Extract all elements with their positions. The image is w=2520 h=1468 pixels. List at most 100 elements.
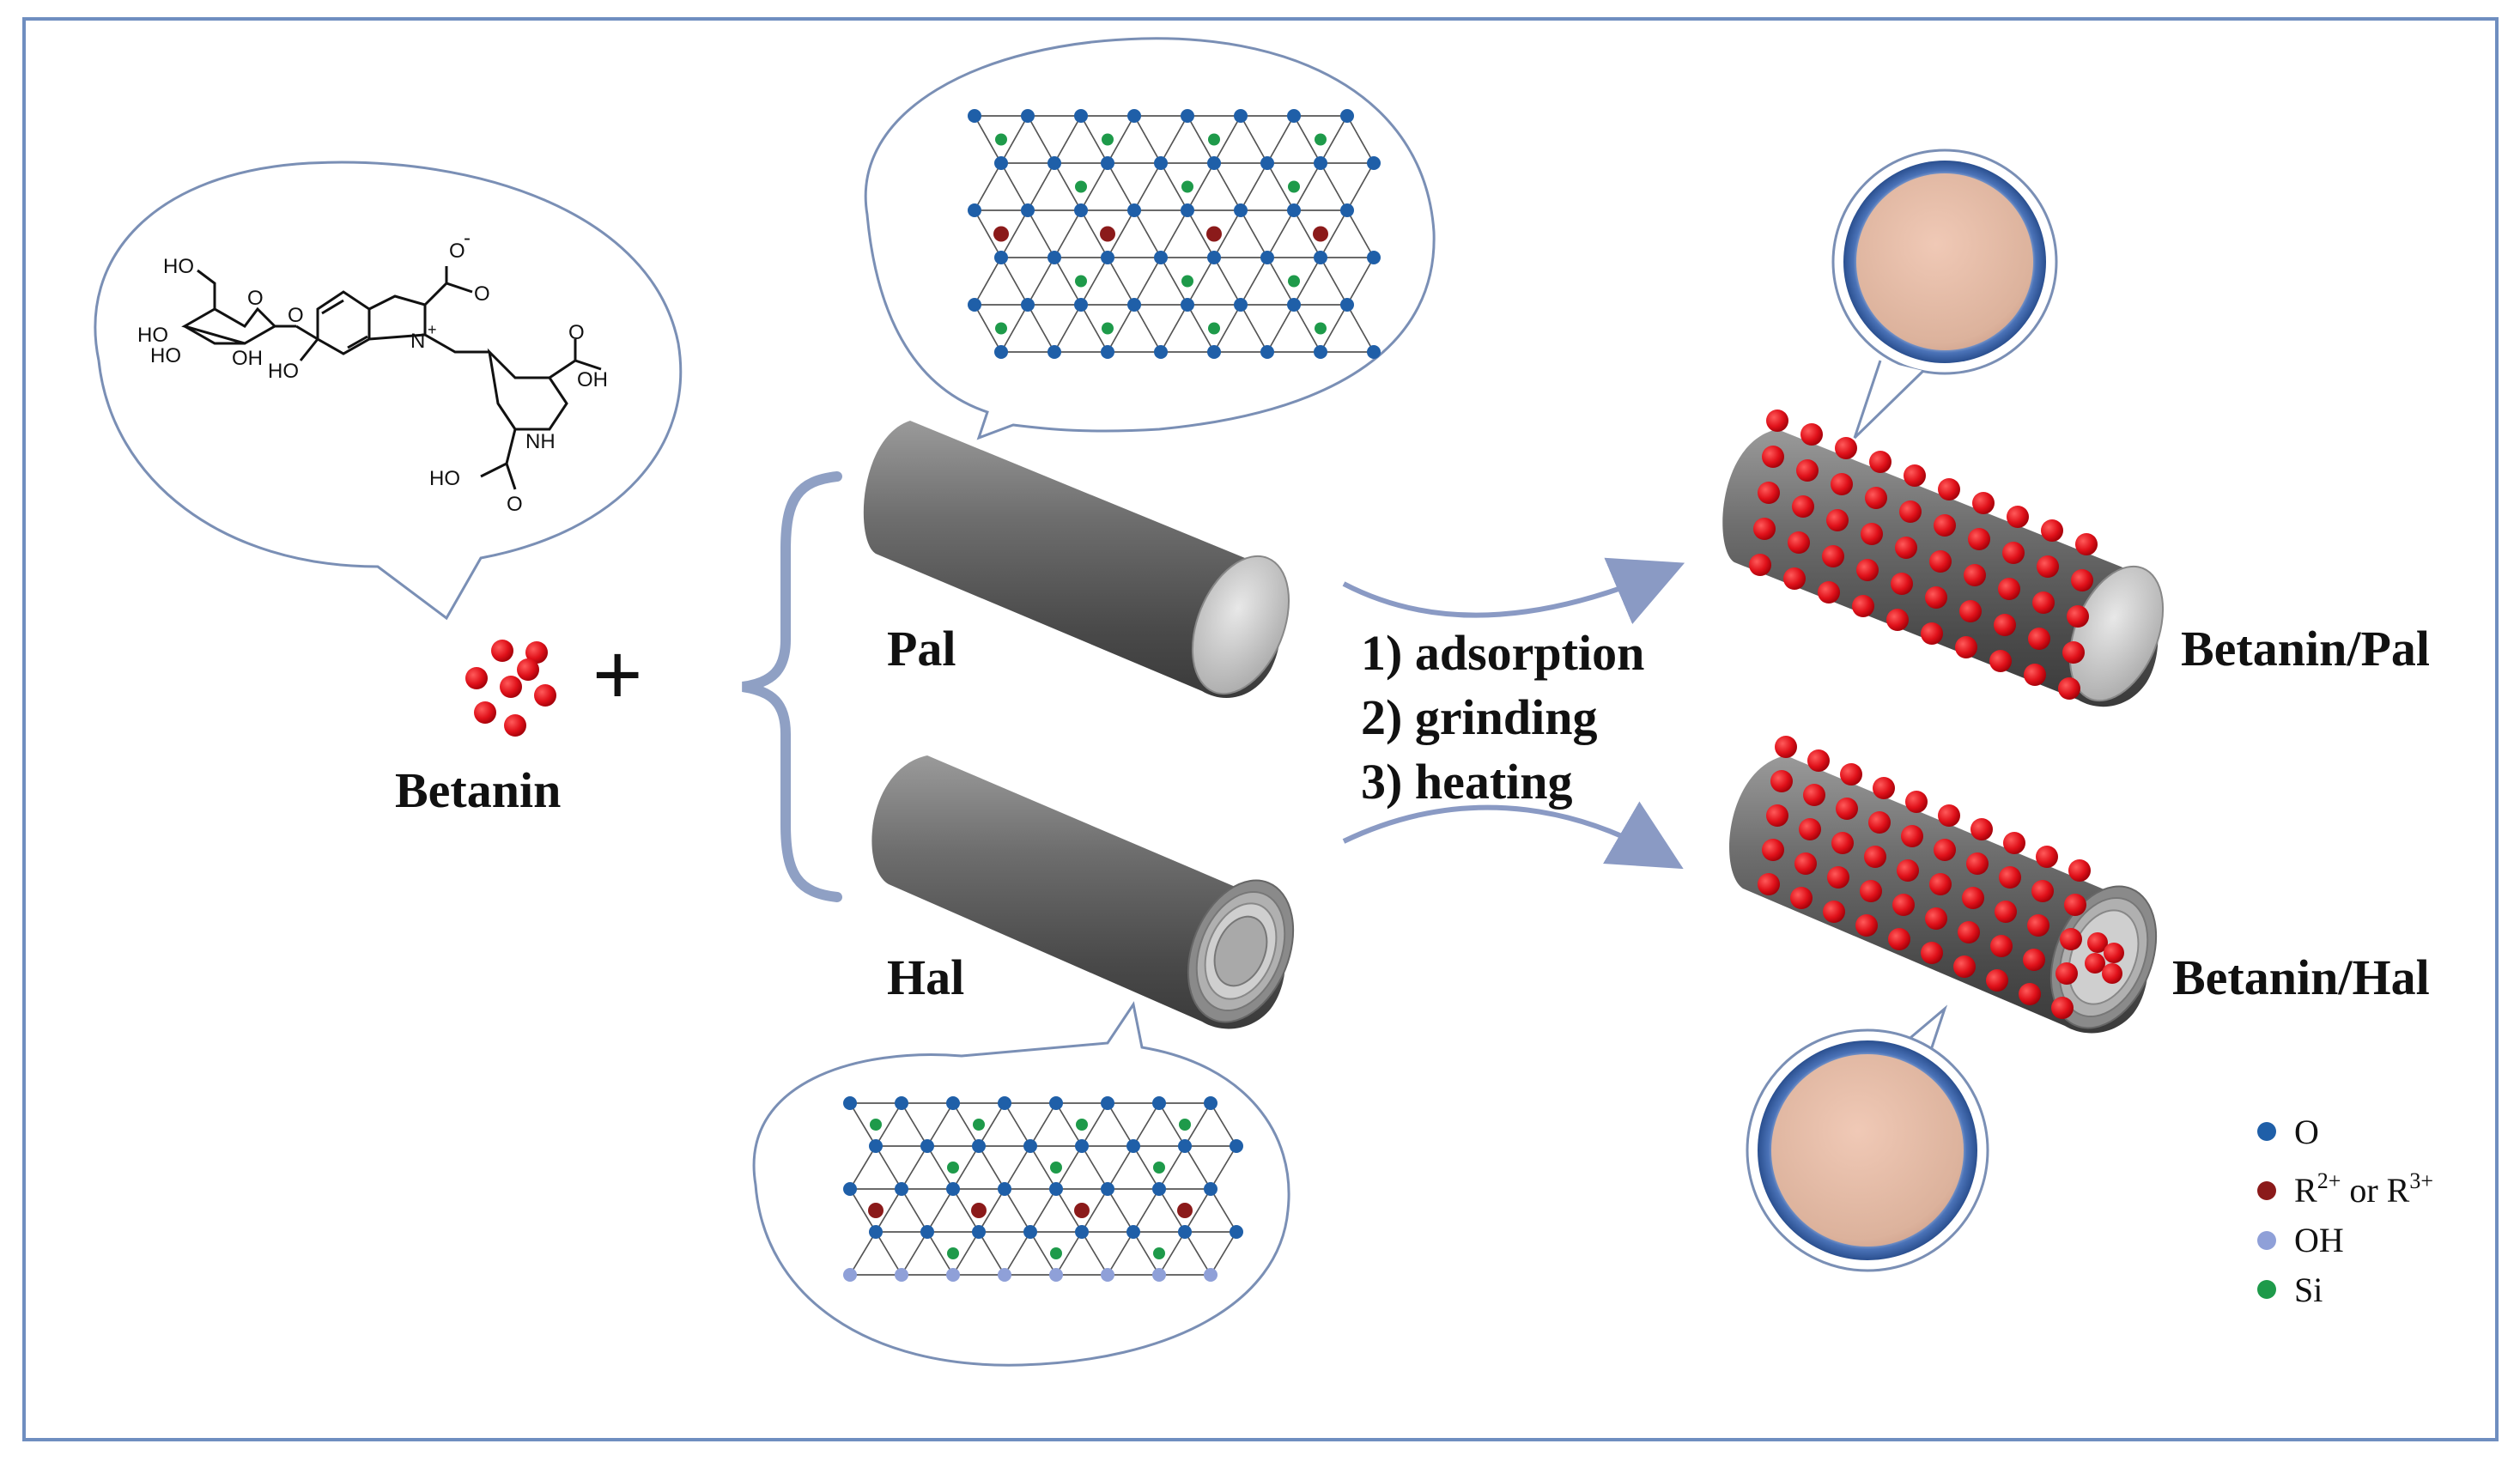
betanin-bead (2068, 859, 2091, 882)
betanin-bead (1938, 478, 1960, 500)
betanin-bead (1792, 495, 1814, 518)
mol-label-ring-o: O (247, 287, 264, 310)
lattice-atom-o (1287, 109, 1301, 123)
lattice-bond (952, 1188, 980, 1233)
betanin-bead (1796, 459, 1819, 482)
betanin-bead (2032, 591, 2055, 614)
betanin-bead (2067, 605, 2089, 628)
lattice-atom-metal (1206, 226, 1222, 242)
betanin-bead (2071, 569, 2093, 591)
lattice-atom-o (1154, 156, 1168, 170)
lattice-atom-si (1315, 322, 1327, 335)
lattice-atom-o (895, 1182, 908, 1196)
betanin-bead (2062, 641, 2085, 664)
lattice-atom-o (1234, 203, 1248, 217)
betanin-bead (1770, 770, 1793, 792)
lattice-atom-o (1204, 1268, 1217, 1282)
legend-item-r: R2+ or R3+ (2257, 1168, 2433, 1210)
lattice-atom-o (1181, 203, 1194, 217)
lattice-atom-o (1230, 1139, 1243, 1153)
lattice-atom-o (1340, 203, 1354, 217)
lattice-bond (1080, 209, 1108, 258)
lattice-atom-si (947, 1162, 959, 1174)
betanin-bead (1891, 573, 1913, 595)
lattice-bond (1000, 115, 1029, 164)
lattice-atom-o (920, 1139, 934, 1153)
lattice-atom-si (1050, 1162, 1062, 1174)
lattice-bond (1158, 1102, 1186, 1147)
lattice-bond (1240, 162, 1268, 211)
lattice-bond (1055, 1102, 1083, 1147)
lattice-bond (1133, 115, 1162, 164)
lattice-bond (1187, 257, 1215, 306)
betanin-bead (1892, 894, 1915, 916)
betanin-bead (1856, 559, 1879, 581)
lattice-atom-o (1340, 109, 1354, 123)
lattice-bond (875, 1145, 902, 1190)
betanin-bead (1807, 749, 1830, 772)
lattice-bond (1132, 1102, 1160, 1147)
lattice-atom-o (994, 345, 1008, 359)
lattice-atom-si (870, 1119, 882, 1131)
betanin-bead (1790, 887, 1813, 909)
lattice-bond (978, 1102, 1005, 1147)
betanin-bead (1972, 492, 1995, 514)
lattice-bond (1184, 1145, 1211, 1190)
lattice-atom-si (1075, 275, 1087, 288)
powder-photo-pal (1831, 149, 2058, 440)
lattice-bond (1160, 115, 1188, 164)
lattice-bond (1184, 1231, 1211, 1276)
mol-label-ho-ring: HO (268, 360, 299, 383)
lattice-bond (1027, 162, 1055, 211)
lattice-bond (1054, 209, 1082, 258)
lattice-atom-o (1021, 109, 1035, 123)
lattice-atom-si (1208, 322, 1220, 335)
betanin-bead (1766, 409, 1788, 432)
pal-lattice (968, 109, 1381, 359)
betanin-bead (1998, 578, 2020, 600)
lattice-bond (1029, 1188, 1057, 1233)
lattice-atom-o (994, 156, 1008, 170)
betanin-bead (1864, 846, 1886, 868)
lattice-bond (1346, 257, 1375, 306)
lattice-bond (1158, 1188, 1186, 1233)
powder-photo-hal (1746, 1004, 1989, 1272)
betanin-bead (2037, 555, 2059, 578)
betanin-bead (1897, 859, 1919, 882)
lattice-bond (1266, 162, 1295, 211)
lattice-bond (1107, 257, 1135, 306)
legend-label-o: O (2294, 1113, 2319, 1151)
lattice-atom-o (1260, 251, 1274, 264)
lattice-atom-o (1207, 345, 1221, 359)
betanin-bead (1836, 798, 1858, 820)
betanin-bead (1964, 564, 1986, 586)
lattice-atom-metal (1177, 1203, 1193, 1218)
betanin-bead (1929, 873, 1952, 895)
lattice-bond (1029, 1231, 1057, 1276)
lattice-bond (1346, 115, 1375, 164)
betanin-bead (1783, 567, 1806, 590)
lattice-atom-metal (1100, 226, 1115, 242)
lattice-atom-o (1023, 1139, 1037, 1153)
lattice-atom-o (1260, 345, 1274, 359)
betanin-bead (1895, 537, 1917, 559)
lattice-atom-o (968, 109, 981, 123)
lattice-bond (1054, 257, 1082, 306)
lattice-atom-o (1126, 1225, 1140, 1239)
lattice-atom-o (1178, 1225, 1192, 1239)
lattice-atom-si (1315, 133, 1327, 146)
betanin-bead (1990, 935, 2013, 957)
lattice-atom-si (1153, 1162, 1165, 1174)
lattice-bond (1107, 209, 1135, 258)
lattice-bond (926, 1102, 954, 1147)
legend-item-si: Si (2257, 1271, 2323, 1309)
lattice-bond (1187, 209, 1215, 258)
lattice-atom-o (1127, 109, 1141, 123)
lattice-bond (1054, 304, 1082, 353)
betanin-bead (1852, 595, 1874, 617)
mol-label-o-right: O (568, 321, 585, 344)
lattice-atom-o (1230, 1225, 1243, 1239)
betanin-bead (2058, 677, 2080, 700)
betanin-bead (1753, 518, 1776, 540)
betanin-bead (2023, 949, 2045, 971)
